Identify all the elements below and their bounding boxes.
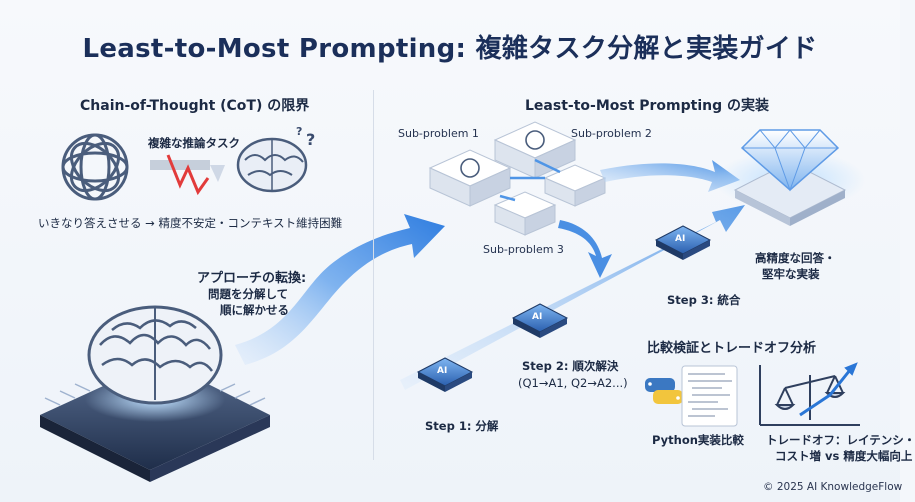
to-steps-arrow <box>558 220 612 278</box>
result-line-2: 堅牢な実装 <box>762 267 820 281</box>
step-2-label: Step 2: 順次解決 <box>522 359 619 373</box>
transition-arrow <box>235 214 445 365</box>
compare-heading: 比較検証とトレードオフ分析 <box>647 341 817 356</box>
tradeoff-line-1: トレードオフ：レイテンシ・ <box>766 433 915 447</box>
sub-problem-cubes <box>428 121 607 236</box>
step-2-chip-label: AI <box>532 312 543 322</box>
step-3-chip-label: AI <box>675 234 686 244</box>
sub-problem-3-label: Sub-problem 3 <box>483 243 564 256</box>
connector-cube <box>543 164 607 207</box>
unstable-arrow-icon <box>150 154 225 196</box>
page-title: Least-to-Most Prompting: 複雑タスク分解と実装ガイド <box>82 34 818 64</box>
shift-line-2: 順に解かせる <box>220 303 289 317</box>
code-sheet <box>681 365 738 427</box>
step-1-chip-label: AI <box>437 366 448 376</box>
sub-problem-2-label: Sub-problem 2 <box>571 127 652 140</box>
large-brain-icon <box>87 305 223 405</box>
step-2-sub-label: (Q1→A1, Q2→A2...) <box>518 376 628 390</box>
step-3-label: Step 3: 統合 <box>667 293 741 307</box>
to-result-arrow <box>600 160 740 192</box>
svg-text:?: ? <box>306 130 315 149</box>
copyright: © 2025 AI KnowledgeFlow <box>763 481 903 493</box>
step-arrow-chain <box>400 205 745 390</box>
ltm-heading: Least-to-Most Prompting の実装 <box>525 98 770 114</box>
confused-brain-icon: ? ? <box>236 125 315 193</box>
result-line-1: 高精度な回答・ <box>755 251 836 265</box>
sub-problem-1-cube <box>428 149 512 207</box>
python-icon <box>645 378 683 404</box>
svg-text:?: ? <box>296 125 302 138</box>
tangled-knot-icon <box>61 133 129 201</box>
sub-problem-3-cube <box>493 191 557 236</box>
section-divider <box>373 90 374 460</box>
complex-task-label: 複雑な推論タスク <box>148 136 240 150</box>
step-2-chip <box>511 303 569 338</box>
balance-scale-icon <box>759 362 860 426</box>
diamond-result-icon <box>715 129 865 226</box>
step-1-label: Step 1: 分解 <box>425 419 499 433</box>
python-label: Python実装比較 <box>652 433 744 447</box>
shift-line-1: 問題を分解して <box>208 287 289 301</box>
cot-problem-text: いきなり答えさせる → 精度不安定・コンテキスト維持困難 <box>38 216 343 230</box>
cot-heading: Chain-of-Thought (CoT) の限界 <box>80 98 310 114</box>
step-1-chip <box>416 357 474 392</box>
step-3-chip <box>654 225 712 260</box>
shift-title: アプローチの転換: <box>197 271 307 286</box>
sub-problem-2-cube <box>493 121 577 179</box>
sub-problem-1-label: Sub-problem 1 <box>398 127 479 140</box>
tradeoff-line-2: コスト増 vs 精度大幅向上 <box>775 449 913 463</box>
